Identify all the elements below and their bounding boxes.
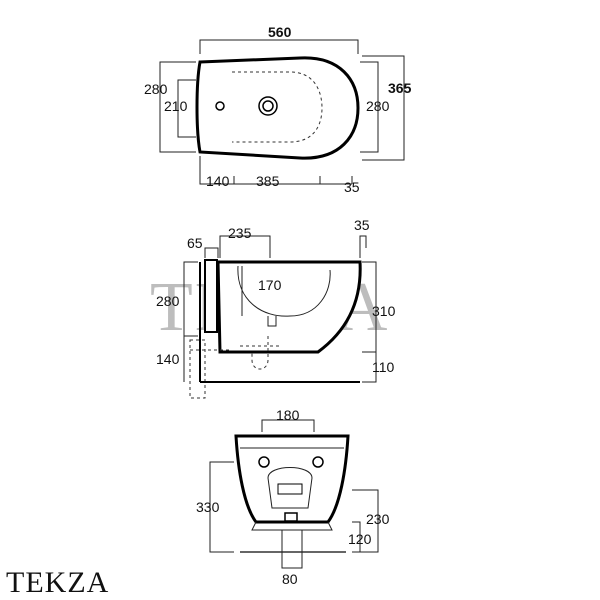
side-view-outline bbox=[216, 260, 362, 354]
dim-side-top-small: 65 bbox=[187, 235, 203, 251]
front-view: 180 330 230 120 80 bbox=[196, 407, 390, 587]
front-view-inner-basin bbox=[267, 467, 313, 509]
dim-line-right-310-side bbox=[362, 261, 377, 353]
dim-line-35-side bbox=[359, 235, 367, 258]
dim-top-width: 560 bbox=[268, 24, 292, 40]
dim-bottom-left: 140 bbox=[206, 173, 230, 189]
dim-bottom-right: 35 bbox=[344, 179, 360, 195]
dim-front-top-width: 180 bbox=[276, 407, 300, 423]
dim-line-80 bbox=[281, 530, 303, 569]
dim-side-left-floor: 140 bbox=[156, 351, 180, 367]
side-view-trap bbox=[189, 336, 280, 399]
dim-side-top-right: 35 bbox=[354, 217, 370, 233]
dim-line-235 bbox=[219, 235, 271, 258]
dim-line-bottom bbox=[199, 156, 353, 185]
dim-line-120 bbox=[352, 521, 361, 552]
dim-left-outer: 280 bbox=[144, 81, 168, 97]
dim-left-inner: 210 bbox=[164, 98, 188, 114]
tap-hole-icon bbox=[215, 101, 225, 111]
dim-line-180 bbox=[261, 419, 315, 432]
dim-line-left-210 bbox=[177, 79, 196, 138]
dim-front-right-lower: 120 bbox=[348, 531, 372, 547]
front-view-inlet bbox=[277, 483, 303, 495]
drain-outlet-icon bbox=[284, 512, 298, 522]
dim-front-left-height: 330 bbox=[196, 499, 220, 515]
drain-inner-icon bbox=[262, 100, 274, 112]
dim-front-right-height: 230 bbox=[366, 511, 390, 527]
dim-side-left-height: 280 bbox=[156, 293, 180, 309]
dim-side-right-height: 310 bbox=[372, 303, 396, 319]
dim-front-bottom-width: 80 bbox=[282, 571, 298, 587]
dim-side-right-floor: 110 bbox=[372, 359, 395, 375]
side-view-inner-bowl bbox=[237, 265, 331, 317]
drain-pipe bbox=[267, 316, 277, 327]
dim-side-inner-depth: 170 bbox=[258, 277, 282, 293]
front-view-base bbox=[251, 521, 333, 531]
fixing-hole-right-icon bbox=[312, 456, 324, 468]
dim-side-top-span: 235 bbox=[228, 225, 252, 241]
dim-line-left-280-side bbox=[183, 261, 198, 337]
side-view: 235 65 35 170 280 140 310 110 bbox=[156, 217, 396, 399]
front-view-outline bbox=[234, 434, 350, 524]
dim-line-right-280 bbox=[360, 61, 379, 153]
dim-line-left-280 bbox=[159, 61, 196, 153]
dim-line-right-110-side bbox=[362, 352, 377, 383]
dim-line-330 bbox=[209, 461, 234, 553]
dim-right-inner: 280 bbox=[366, 98, 390, 114]
dim-line-right-365 bbox=[362, 55, 405, 161]
fixing-hole-left-icon bbox=[258, 456, 270, 468]
dim-line-65 bbox=[204, 247, 219, 258]
brand-logo-text: TEKZA bbox=[6, 566, 110, 599]
top-view-inner-bowl bbox=[232, 71, 323, 143]
dim-line-560 bbox=[199, 39, 359, 54]
dim-right-outer: 365 bbox=[388, 80, 412, 96]
dim-line-230 bbox=[352, 489, 379, 553]
top-view: 560 280 210 280 365 140 385 35 bbox=[144, 24, 412, 195]
wall-frame bbox=[204, 259, 218, 333]
dim-bottom-middle: 385 bbox=[256, 173, 280, 189]
